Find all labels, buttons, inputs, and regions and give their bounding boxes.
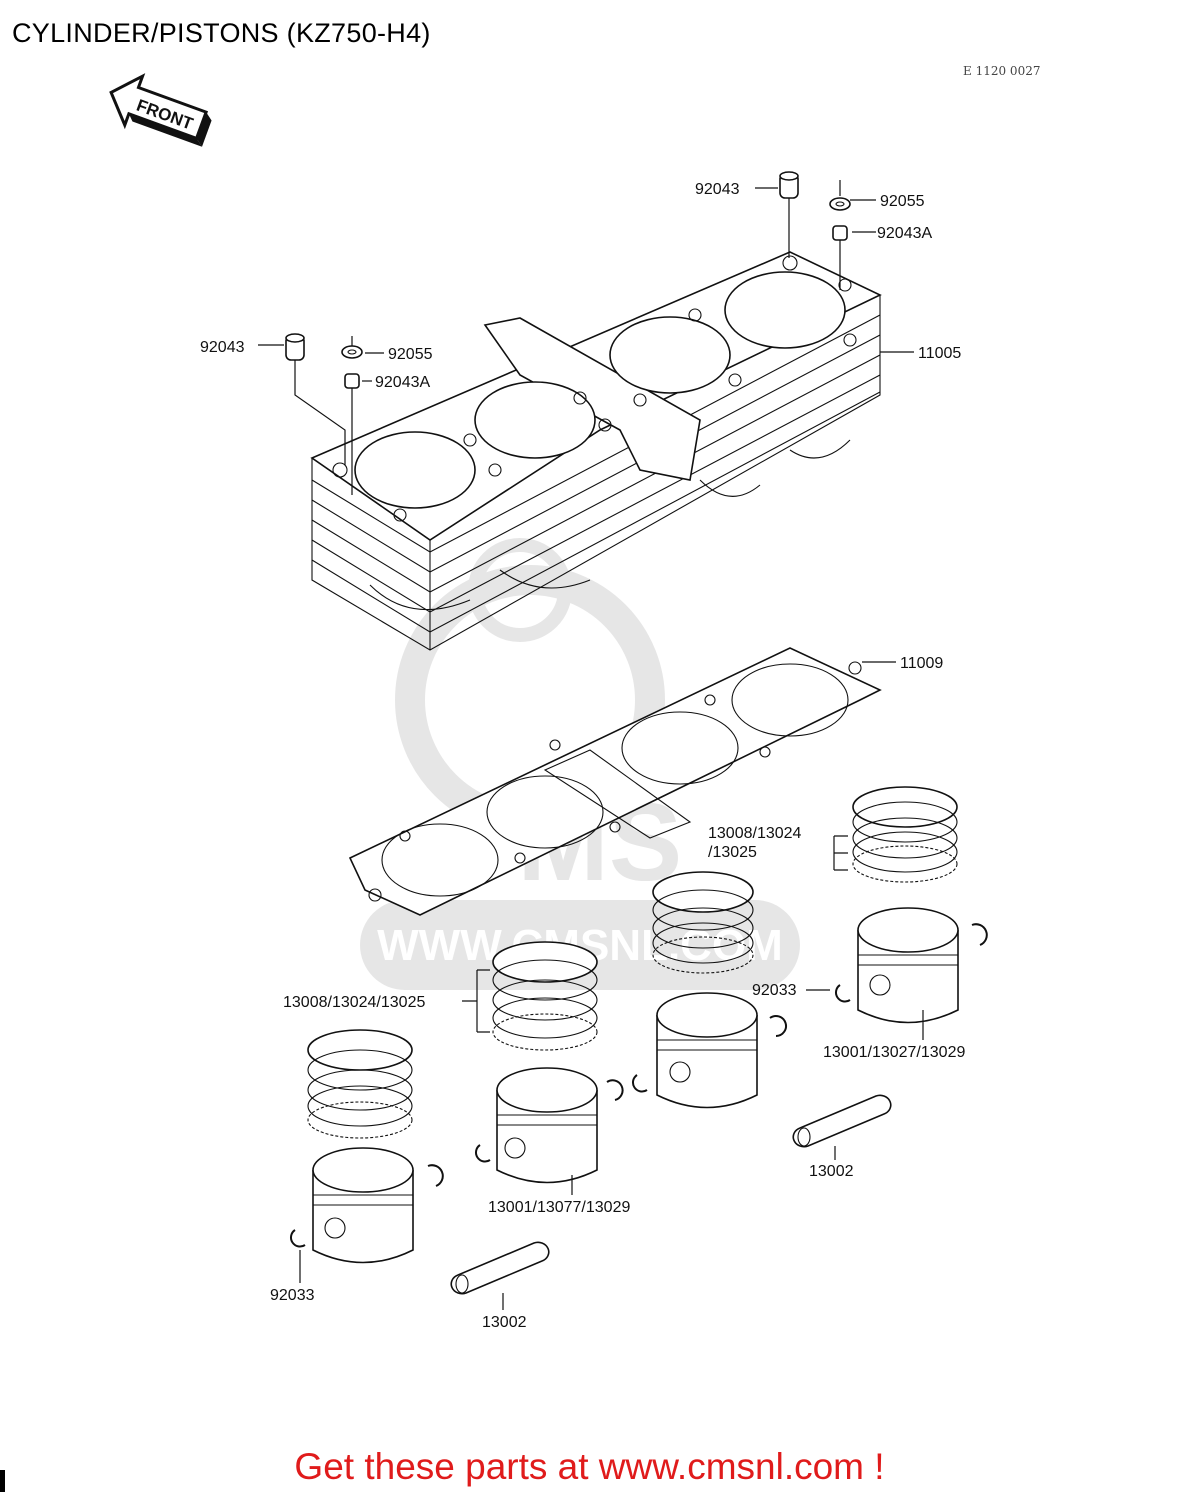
piston-center-left [496,1067,598,1184]
label-13001-right: 13001/13027/13029 [823,1044,965,1061]
label-13008-right-line2: /13025 [708,844,757,861]
label-92055-left: 92055 [388,346,433,363]
label-11009: 11009 [900,655,943,672]
piston-pin-right [792,1094,892,1148]
label-11005: 11005 [918,345,961,362]
label-13008-left: 13008/13024/13025 [283,994,425,1011]
label-92033-mid: 92033 [752,982,797,999]
label-92055-top: 92055 [880,193,925,210]
dowel-pin-92043-top [779,171,799,258]
label-13002-left: 13002 [482,1314,527,1331]
dowel-92043a-left [344,373,360,495]
page-title: CYLINDER/PISTONS (KZ750-H4) [12,18,431,48]
piston-ring-set-middle [652,871,754,974]
piston-left [312,1147,414,1264]
piston-ring-set-left [307,1029,413,1139]
label-13008-right-line1: 13008/13024 [708,825,802,842]
front-arrow-icon: FRONT [109,73,212,147]
piston-ring-set-right [852,786,958,883]
label-92043-top: 92043 [695,181,740,198]
o-ring-92055-left [341,336,363,359]
footer-link[interactable]: Get these parts at www.cmsnl.com ! [294,1446,885,1487]
label-92033-left: 92033 [270,1287,315,1304]
label-92043-left: 92043 [200,339,245,356]
piston-middle [656,992,758,1109]
piston-pin-left [450,1241,550,1295]
diagram-code: E 1120 0027 [963,64,1041,78]
dowel-pin-92043-left [285,333,346,465]
o-ring-92055-top [829,197,851,211]
leader-lines [258,187,924,1310]
dowel-92043a-top [832,180,848,290]
corner-mark [0,1470,5,1492]
label-92043a-left: 92043A [375,374,430,391]
cylinder-block [310,251,882,651]
piston-right [857,907,959,1024]
label-92043a-top: 92043A [877,225,932,242]
cylinder-base-gasket [348,647,882,916]
callout-labels: 92043 92055 92043A 92043 92055 92043A 11… [200,181,965,1331]
circlips [290,923,988,1248]
label-13002-right: 13002 [809,1163,854,1180]
piston-ring-set-center-left [492,941,598,1051]
label-13001-left: 13001/13077/13029 [488,1199,630,1216]
